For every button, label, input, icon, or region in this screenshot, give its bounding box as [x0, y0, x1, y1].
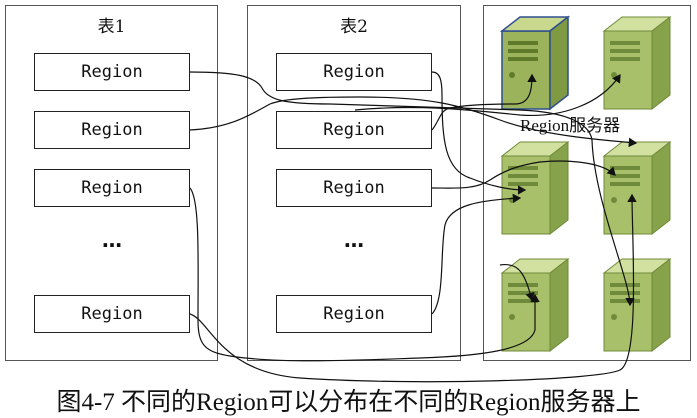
link-t2r3	[431, 160, 616, 189]
table1-title: 表1	[97, 17, 126, 37]
server-6	[602, 257, 672, 353]
table1-panel: 表1	[5, 5, 218, 361]
figure-caption: 图4-7 不同的Region可以分布在不同的Region服务器上	[56, 389, 641, 416]
server-5	[500, 257, 570, 353]
table1-region-3: Region	[34, 169, 190, 207]
link-t1r2	[189, 96, 638, 148]
link-t1r4	[189, 193, 637, 383]
table1-region-2: Region	[34, 111, 190, 149]
table2-region-3: Region	[276, 169, 432, 207]
table1-region-4: Region	[34, 295, 190, 333]
link-t1r1	[189, 71, 635, 307]
server-1	[499, 15, 570, 111]
table1-ellipsis: …	[102, 228, 122, 252]
server-group-label: Region服务器	[520, 116, 621, 135]
link-t1r3	[189, 187, 540, 362]
table1-region-1: Region	[34, 53, 190, 91]
server-3	[500, 140, 570, 236]
link-t2r4	[431, 193, 522, 315]
link-t2r2	[431, 73, 537, 131]
table2-region-2: Region	[276, 111, 432, 149]
table2-region-4: Region	[276, 295, 432, 333]
table2-title: 表2	[340, 17, 368, 37]
link-to-server5	[499, 264, 535, 302]
link-to-server2	[354, 74, 621, 117]
table2-region-1: Region	[276, 53, 432, 91]
link-t2r1	[431, 71, 527, 195]
server-2	[602, 15, 672, 111]
table2-ellipsis: …	[344, 228, 364, 252]
